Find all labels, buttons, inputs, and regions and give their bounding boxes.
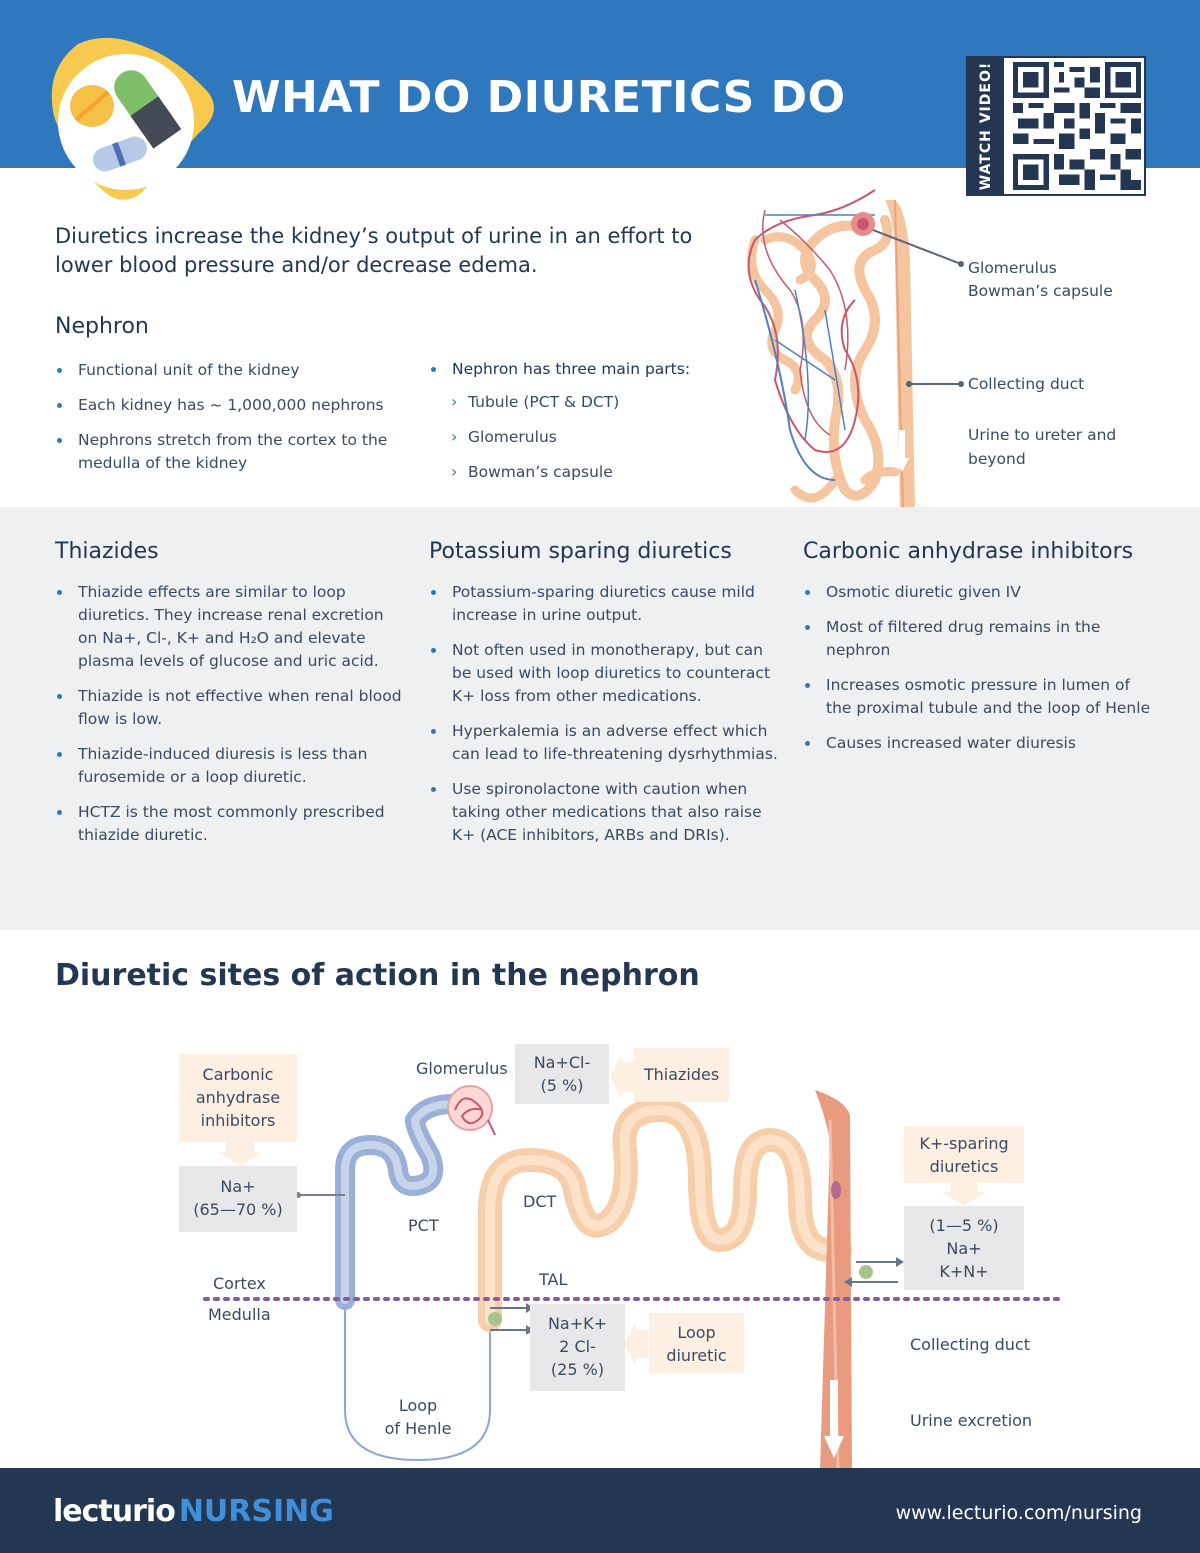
list-item: Increases osmotic pressure in lumen of t… bbox=[803, 674, 1153, 720]
tag-line: Loop bbox=[677, 1323, 716, 1342]
label-bowmans-capsule: Bowman’s capsule bbox=[968, 282, 1113, 300]
thiazides-heading: Thiazides bbox=[55, 539, 159, 564]
label-cortex: Cortex bbox=[213, 1274, 266, 1293]
tag-line: Loop bbox=[398, 1396, 438, 1415]
nephron-facts-list: Functional unit of the kidney Each kidne… bbox=[55, 359, 415, 487]
tag-line: Na+ bbox=[220, 1177, 256, 1196]
drug-classes-section bbox=[0, 507, 1200, 930]
nak2cl-tag: Na+K+ 2 Cl- (25 %) bbox=[530, 1304, 625, 1391]
tag-line: Carbonic bbox=[202, 1065, 274, 1084]
tag-line: K+-sparing bbox=[919, 1134, 1009, 1153]
pills-logo-icon bbox=[51, 37, 214, 200]
tag-line: of Henle bbox=[384, 1419, 452, 1438]
tag-line: (1—5 %) bbox=[929, 1216, 999, 1235]
list-item: Use spironolactone with caution when tak… bbox=[429, 778, 779, 847]
list-item: Most of filtered drug remains in the nep… bbox=[803, 616, 1153, 662]
k-sparing-tag: K+-sparing diuretics bbox=[904, 1126, 1024, 1183]
potassium-sparing-column: Potassium sparing diuretics Potassium-sp… bbox=[429, 539, 779, 859]
list-item: Functional unit of the kidney bbox=[55, 359, 415, 382]
tag-line: anhydrase bbox=[195, 1088, 281, 1107]
thiazides-tag: Thiazides bbox=[634, 1048, 729, 1102]
label-collecting-duct-diagram: Collecting duct bbox=[910, 1335, 1030, 1354]
page-title: WHAT DO DIURETICS DO bbox=[232, 72, 846, 123]
tag-line: inhibitors bbox=[200, 1111, 276, 1130]
list-item: Hyperkalemia is an adverse effect which … bbox=[429, 720, 779, 766]
tag-line: diuretic bbox=[666, 1346, 727, 1365]
tag-line: Na+ bbox=[946, 1239, 982, 1258]
nacl-tag: Na+Cl- (5 %) bbox=[515, 1044, 609, 1104]
nephron-illustration bbox=[747, 189, 964, 510]
tag-line: diuretics bbox=[929, 1157, 999, 1176]
sites-of-action-heading: Diuretic sites of action in the nephron bbox=[55, 958, 700, 993]
list-item: Glomerulus bbox=[451, 425, 749, 449]
sites-of-action-diagram bbox=[203, 1054, 1067, 1468]
label-urine-beyond: beyond bbox=[968, 450, 1026, 468]
tag-line: Na+Cl- bbox=[533, 1053, 591, 1072]
thiazides-column: Thiazides Thiazide effects are similar t… bbox=[55, 539, 405, 859]
carbonic-anhydrase-heading: Carbonic anhydrase inhibitors bbox=[803, 539, 1134, 564]
list-item: HCTZ is the most commonly prescribed thi… bbox=[55, 801, 405, 847]
label-loop-of-henle: Loop of Henle bbox=[376, 1394, 460, 1440]
qr-code-icon bbox=[1013, 62, 1141, 190]
list-item: Thiazide effects are similar to loop diu… bbox=[55, 581, 405, 673]
potassium-sparing-heading: Potassium sparing diuretics bbox=[429, 539, 732, 564]
nephron-heading: Nephron bbox=[55, 314, 149, 339]
nephron-parts-list: Tubule (PCT & DCT) Glomerulus Bowman’s c… bbox=[451, 390, 749, 484]
list-item: Bowman’s capsule bbox=[451, 460, 749, 484]
na-reabsorption-tag: Na+ (65—70 %) bbox=[179, 1166, 297, 1232]
list-item: Thiazide-induced diuresis is less than f… bbox=[55, 743, 405, 789]
list-item: Thiazide is not effective when renal blo… bbox=[55, 685, 405, 731]
list-item: Potassium-sparing diuretics cause mild i… bbox=[429, 581, 779, 627]
list-item: Osmotic diuretic given IV bbox=[803, 581, 1153, 604]
list-item: Nephrons stretch from the cortex to the … bbox=[55, 429, 415, 475]
tag-line: Thiazides bbox=[643, 1065, 720, 1084]
label-collecting-duct: Collecting duct bbox=[968, 375, 1085, 393]
tag-line: Na+K+ bbox=[547, 1314, 608, 1333]
k-sparing-values-tag: (1—5 %) Na+ K+N+ bbox=[904, 1206, 1024, 1290]
label-tal: TAL bbox=[539, 1270, 568, 1289]
list-item: Tubule (PCT & DCT) bbox=[451, 390, 749, 414]
brand-suffix: NURSING bbox=[178, 1494, 334, 1529]
label-urine-to-ureter: Urine to ureter and bbox=[968, 426, 1117, 444]
list-item: Causes increased water diuresis bbox=[803, 732, 1153, 755]
brand-name: lecturio bbox=[53, 1494, 176, 1529]
label-glomerulus: Glomerulus bbox=[968, 259, 1057, 277]
website-link[interactable]: www.lecturio.com/nursing bbox=[895, 1502, 1142, 1524]
tag-line: (65—70 %) bbox=[193, 1200, 283, 1219]
list-item: Each kidney has ~ 1,000,000 nephrons bbox=[55, 394, 415, 417]
carbonic-anhydrase-column: Carbonic anhydrase inhibitors Osmotic di… bbox=[803, 539, 1153, 767]
watch-video-label: WATCH VIDEO! bbox=[978, 61, 994, 191]
nephron-parts-intro: Nephron has three main parts: bbox=[429, 358, 749, 381]
label-dct: DCT bbox=[523, 1192, 557, 1211]
intro-text: Diuretics increase the kidney’s output o… bbox=[55, 224, 693, 277]
tag-line: 2 Cl- bbox=[559, 1337, 596, 1356]
label-medulla: Medulla bbox=[208, 1305, 271, 1324]
qr-watch-video[interactable]: WATCH VIDEO! bbox=[966, 56, 1146, 196]
tag-line: (5 %) bbox=[540, 1076, 584, 1095]
nephron-parts: Nephron has three main parts: Tubule (PC… bbox=[429, 358, 749, 496]
tag-line: K+N+ bbox=[939, 1262, 989, 1281]
label-pct: PCT bbox=[408, 1216, 439, 1235]
list-item: Not often used in monotherapy, but can b… bbox=[429, 639, 779, 708]
label-glomerulus-diagram: Glomerulus bbox=[416, 1059, 508, 1078]
watch-video-label-box: WATCH VIDEO! bbox=[968, 58, 1004, 194]
loop-diuretic-tag: Loop diuretic bbox=[649, 1313, 744, 1373]
carbonic-anhydrase-tag: Carbonic anhydrase inhibitors bbox=[179, 1054, 297, 1142]
label-urine-excretion: Urine excretion bbox=[910, 1411, 1033, 1430]
tag-line: (25 %) bbox=[550, 1360, 605, 1379]
